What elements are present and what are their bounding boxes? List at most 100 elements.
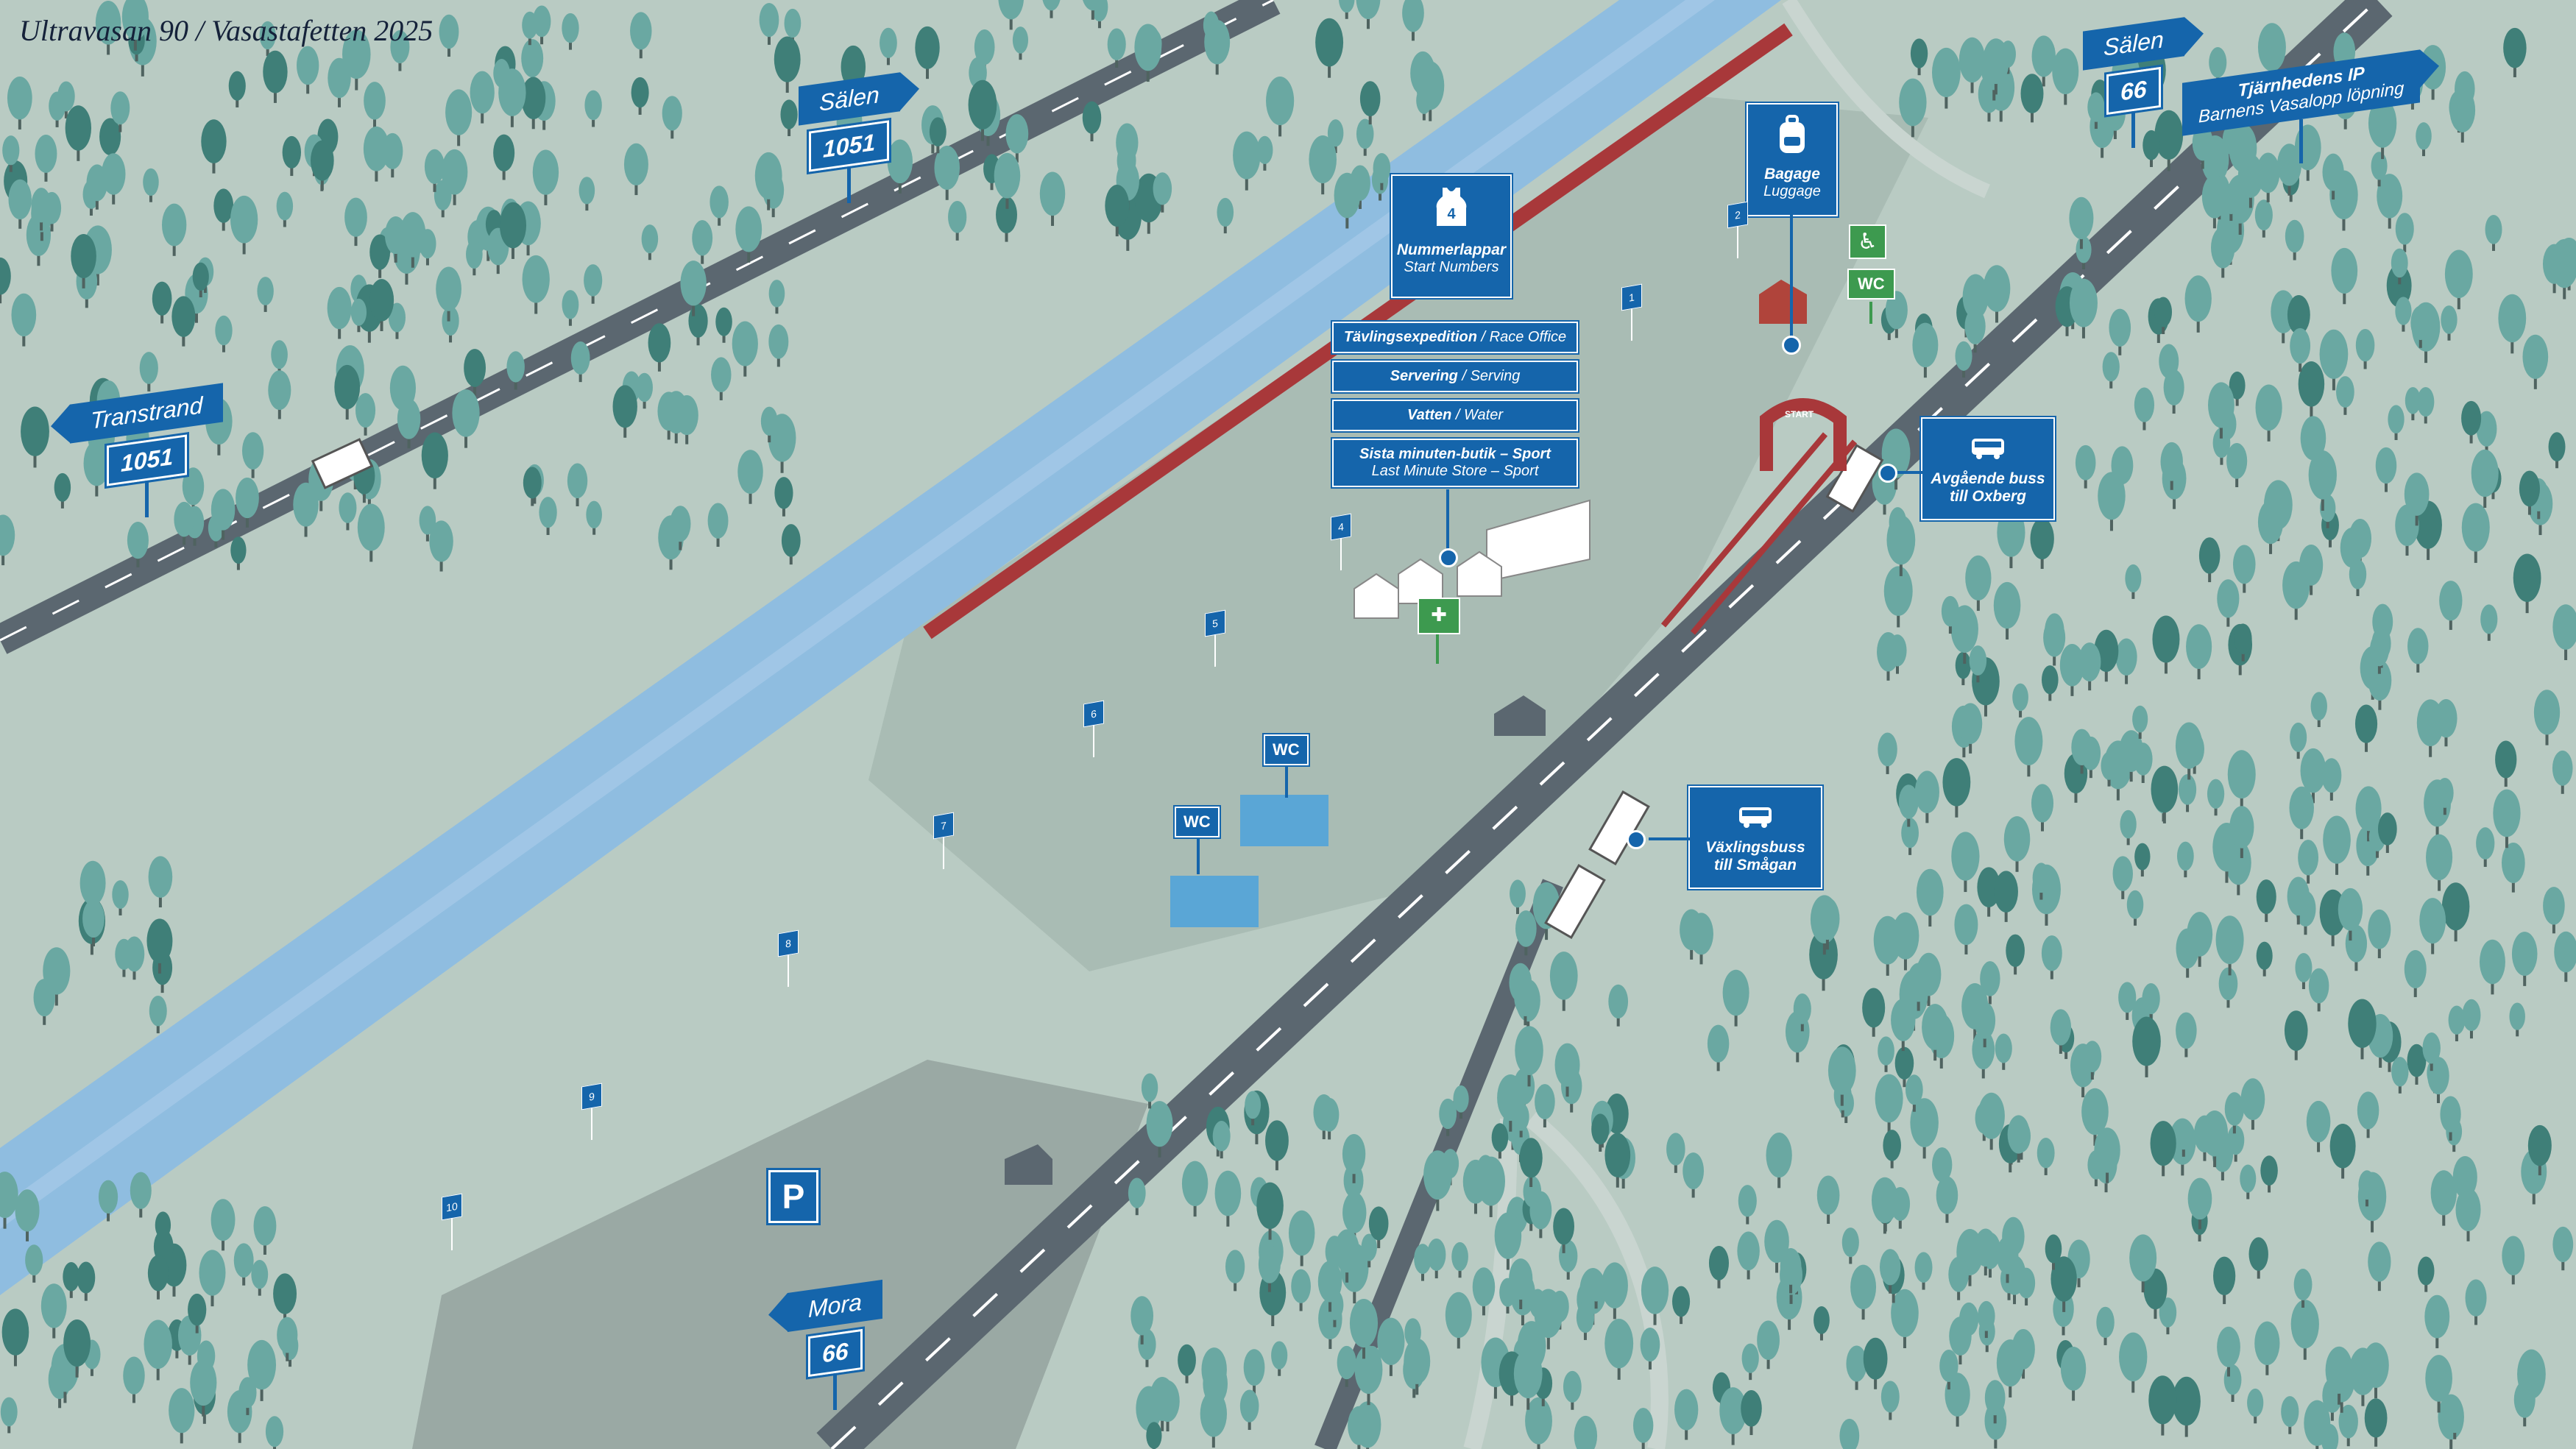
tree [2030,517,2054,570]
tree-trunk [2089,763,2092,779]
tree-crown [101,153,126,195]
tree-crown [1559,1239,1578,1272]
tree-trunk [1903,1328,1906,1349]
tree-crown [1178,1344,1196,1376]
tree [1974,1228,1997,1276]
tree [77,1261,96,1301]
tree-trunk [238,1425,241,1443]
tree [2101,751,2117,787]
tree-trunk [1945,88,1948,109]
tree-trunk [2454,921,2458,942]
tree [1315,18,1344,78]
tree-trunk [1322,1124,1326,1140]
tree-trunk [2511,875,2515,893]
tree-trunk [1897,606,1900,628]
tree-crown [2461,400,2482,436]
tree-trunk [1389,1356,1393,1376]
luggage-pin [1782,336,1801,355]
tree-crown [1983,38,2009,85]
tree-trunk [1964,937,1968,954]
tree-trunk [160,978,164,993]
tree-crown [1672,1286,1691,1317]
first-aid-icon: ✚ [1418,598,1460,634]
tree-crown [384,216,407,255]
tree-crown [265,1416,284,1448]
tree-trunk [2343,110,2347,130]
tree-crown [2207,779,2225,809]
tree-crown [1309,135,1337,184]
tree-crown [2476,411,2497,447]
tree [148,856,173,908]
course-marker-7: 7 [933,812,954,840]
tree-crown [1996,1236,2019,1275]
tree-crown [419,506,436,535]
luggage-path [1782,0,1990,199]
tree [2293,1269,2313,1308]
tree [2404,472,2430,526]
tree-crown [123,1356,145,1395]
tree [2448,1005,2466,1041]
tree [2229,371,2246,406]
tent-small-2 [1398,558,1443,604]
tree-trunk [2435,818,2439,838]
tree [1741,1343,1759,1381]
tree-trunk [1526,1389,1530,1410]
tree-trunk [2219,419,2223,439]
tree-trunk [9,159,13,172]
wc-label-1: WC [1264,734,1309,765]
tree [630,12,652,59]
tree-crown [400,212,426,258]
tree [2377,174,2403,229]
tree-trunk [2156,327,2160,344]
tree-crown [1082,101,1102,134]
tree-crown [2143,1268,2168,1310]
tree-trunk [790,32,794,45]
course-marker-2: 2 [1727,201,1748,229]
tree [1875,1074,1903,1134]
tree [1984,1380,2006,1424]
tree-crown [2550,238,2576,288]
tree-trunk [2513,60,2516,77]
tree-trunk [2430,1057,2433,1071]
tree-crown [2223,185,2240,215]
tree [2224,1092,2245,1134]
tree-trunk [407,431,411,449]
tree-trunk [1970,74,1974,93]
tree-trunk [212,155,216,174]
tree [1604,1318,1634,1380]
accessible-wc-pin-line [1869,302,1872,324]
tree-trunk [2186,960,2190,978]
tree-crown [2119,1332,2148,1382]
tree-trunk [1962,365,1966,378]
tree [1574,1415,1598,1449]
tree-trunk [1886,759,1889,774]
tree-crown [54,472,71,502]
tree-trunk [236,95,239,107]
tree [1146,1422,1162,1449]
tree-crown [63,1261,80,1292]
tree-trunk [568,37,572,50]
tree-crown [1916,868,1944,916]
tree-trunk [542,113,546,130]
tree [774,477,793,517]
tree-trunk [638,102,642,115]
tree-trunk [1890,1155,1894,1169]
tree [1969,645,1987,683]
tree [1941,595,1959,634]
tree-crown [2495,740,2517,779]
tree-trunk [789,550,793,565]
tree [994,152,1021,209]
tree-trunk [2226,993,2230,1008]
tree-crown [253,1206,277,1246]
tree-crown [1315,18,1344,67]
tree-trunk [380,313,383,331]
tree-trunk [1493,1378,1497,1399]
tree-crown [1922,1004,1949,1050]
tree-trunk [2443,801,2446,815]
tree-trunk [2045,904,2048,926]
tree [498,68,526,127]
tree [2115,638,2137,684]
tree-crown [1962,274,1989,319]
tree-trunk [591,290,595,304]
tree [2368,909,2391,959]
